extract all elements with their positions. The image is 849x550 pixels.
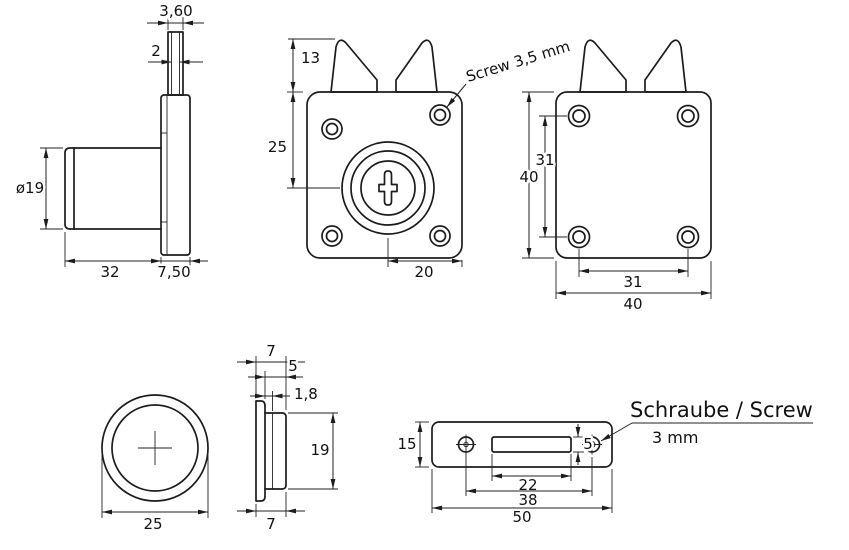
strike-hole-left (456, 434, 476, 455)
dim-slot-width: 22 (491, 454, 572, 497)
dim-label-body-height: 40 (519, 168, 538, 186)
screw-note-label: Screw 3,5 mm (464, 37, 572, 86)
dim-label-strike-width: 50 (512, 508, 531, 526)
dim-depth-total-top: 7 (237, 340, 305, 410)
dim-latch-height: 13 (287, 38, 335, 93)
dim-label-bore-diameter: 19 (310, 441, 329, 459)
dim-depth-outer: 5 (248, 355, 303, 399)
rosette-outer-circle (101, 394, 209, 502)
strike-slot (491, 436, 572, 453)
dim-depth-total-bottom: 7 (237, 492, 305, 536)
screw-annotation-size: 3 mm (652, 428, 698, 447)
screw-hole-bottom-left (321, 225, 343, 247)
strike-hole-right (582, 434, 602, 455)
screw-hole-bottom-right (429, 225, 451, 247)
dim-label-body-width: 40 (623, 295, 642, 313)
screw-hole-top-right (676, 104, 700, 128)
dim-hole-spacing-h: 31 (578, 249, 689, 294)
dim-label-depth-outer: 5 (288, 357, 298, 375)
dim-latch-width: 3,60 (147, 0, 204, 30)
latch-tip-side (167, 31, 184, 96)
dim-label-depth-total-top: 7 (266, 342, 276, 360)
cylinder-outer-ring (341, 141, 435, 235)
dim-bore-height: 19 (288, 412, 338, 490)
screw-annotation: Schraube / Screw 3 mm (600, 396, 815, 450)
screw-note: Screw 3,5 mm (446, 35, 575, 108)
screw-annotation-title: Schraube / Screw (630, 398, 813, 422)
dim-label-cylinder-center: 25 (268, 138, 287, 156)
view-rosette-side: 7 5 1,8 19 7 (237, 340, 338, 536)
dim-label-plate-depth: 7,50 (157, 263, 190, 281)
screw-hole-top-left (321, 118, 343, 140)
dim-rosette-diameter: 25 (101, 455, 209, 536)
screw-hole-bottom-left (567, 225, 591, 249)
lock-body-back (555, 91, 712, 259)
cylinder-middle-ring (350, 150, 426, 226)
dim-flange-thickness: 1,8 (250, 383, 320, 411)
screw-hole-top-right (429, 104, 451, 126)
dim-label-hole-spacing-v: 31 (535, 151, 554, 169)
mounting-plate-side (160, 94, 191, 256)
dim-label-barrel-diameter: ø19 (16, 179, 44, 197)
dim-body-width: 40 (555, 261, 712, 316)
dim-strike-height: 15 (395, 421, 429, 468)
dim-label-flange-thickness: 1,8 (294, 385, 318, 403)
spring-latch-left (330, 39, 378, 93)
screw-hole-bottom-right (676, 225, 700, 249)
screw-hole-top-left (567, 104, 591, 128)
dim-label-slot-height: 5 (583, 435, 593, 453)
dim-label-hole-spacing-h: 31 (623, 273, 642, 291)
dim-label-latch-inner: 2 (151, 42, 161, 60)
dim-strike-width: 50 (431, 469, 613, 529)
rosette-boss-profile (264, 412, 287, 490)
dim-label-hole-spacing: 38 (518, 491, 537, 509)
spring-latch-left (579, 39, 627, 93)
dim-slot-height: 5 (573, 424, 595, 465)
cylinder-face (360, 160, 416, 216)
rosette-inner-circle (111, 404, 199, 492)
dim-label-strike-height: 15 (397, 435, 416, 453)
view-strike-plate: 15 5 22 38 50 (395, 396, 815, 529)
view-lock-front: 13 25 20 Screw 3,5 mm (265, 35, 575, 284)
keyway (378, 170, 398, 206)
strike-plate-body (431, 421, 613, 468)
dim-label-depth-total-bottom: 7 (266, 515, 276, 533)
dim-label-cylinder-offset: 20 (414, 263, 433, 281)
view-lock-back: 40 31 31 40 (517, 39, 712, 316)
spring-latch-right (644, 39, 687, 93)
dim-label-latch-width: 3,60 (159, 2, 192, 20)
dim-label-barrel-length: 32 (100, 263, 119, 281)
view-rosette-front: 25 (101, 394, 209, 536)
dim-cylinder-center: 25 (265, 92, 340, 189)
dim-cylinder-offset: 20 (387, 238, 463, 284)
rosette-flange-profile (255, 400, 266, 502)
spring-latch-right (395, 39, 438, 93)
dim-plate-depth: 7,50 (155, 257, 208, 284)
dim-label-rosette-diameter: 25 (143, 515, 162, 533)
view-lock-side: 3,60 2 ø19 32 7,50 (13, 0, 208, 284)
dim-barrel-length: 32 (64, 232, 162, 284)
lock-barrel-side (64, 147, 162, 230)
dim-barrel-diameter: ø19 (13, 147, 63, 230)
dim-label-latch-height: 13 (301, 49, 320, 67)
dim-latch-inner: 2 (148, 40, 203, 65)
lock-body-front (306, 91, 463, 259)
dim-hole-spacing-v: 31 (533, 115, 567, 238)
dim-body-height: 40 (517, 91, 554, 259)
